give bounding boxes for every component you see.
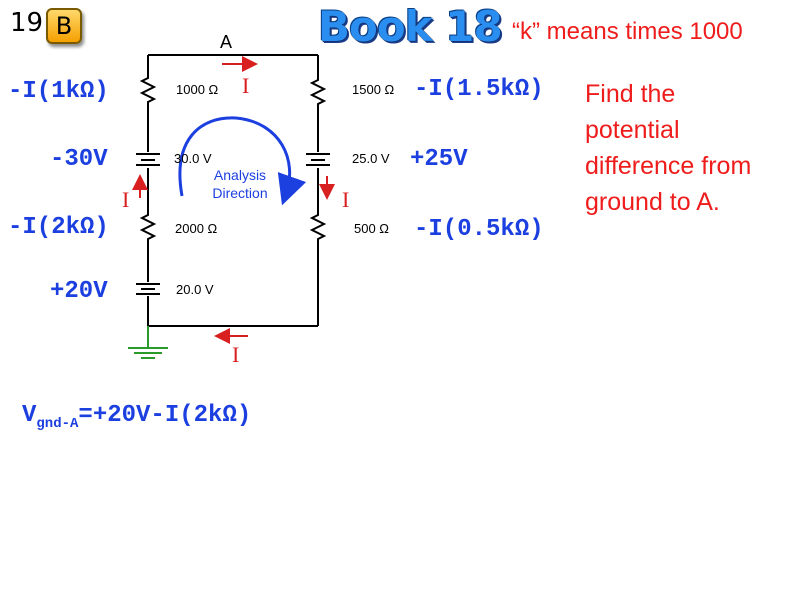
formula-v: V (22, 402, 37, 429)
current-label-right: I (342, 187, 350, 212)
current-label-bottom: I (232, 342, 240, 367)
formula-subscript: gnd-A (36, 415, 79, 432)
result-formula: Vgnd-A=+20V-I(2kΩ) (22, 402, 251, 432)
resistor-500-label: 500 Ω (354, 221, 390, 236)
current-label-top: I (242, 73, 250, 98)
analysis-direction-label: Analysis Direction (212, 167, 268, 201)
term-i-1-5k: -I(1.5kΩ) (414, 76, 544, 103)
current-label-left: I (122, 187, 130, 212)
battery-20v-label: 20.0 V (176, 282, 214, 297)
ground-symbol (128, 326, 168, 359)
term-plus-20v: +20V (50, 278, 108, 305)
book-title: Book 18 (318, 2, 503, 51)
question-line: Find the (585, 80, 676, 108)
question-line: ground to A. (585, 188, 720, 216)
battery-30v-label: 30.0 V (174, 151, 212, 166)
k-note: “k” means times 1000 (512, 18, 743, 45)
term-i-0-5k: -I(0.5kΩ) (414, 216, 544, 243)
resistor-1000-label: 1000 Ω (176, 82, 219, 97)
analysis-direction-arrow (178, 116, 307, 206)
wire-right-mid (309, 168, 327, 326)
wire-right (309, 55, 327, 152)
term-i-2k: -I(2kΩ) (8, 214, 109, 241)
slide-number: 19 (10, 8, 44, 38)
node-a-label: A (220, 32, 233, 52)
resistor-2000-label: 2000 Ω (175, 221, 218, 236)
resistor-1500-label: 1500 Ω (352, 82, 395, 97)
term-i-1k: -I(1kΩ) (8, 78, 109, 105)
term-minus-30v: -30V (50, 146, 108, 173)
question-line: difference from (585, 152, 752, 180)
battery-25v-label: 25.0 V (352, 151, 390, 166)
wire-left (139, 55, 157, 152)
section-badge: B (46, 8, 82, 44)
formula-rhs: =+20V-I(2kΩ) (78, 402, 252, 429)
badge-label: B (55, 12, 73, 40)
wire-left-mid (139, 168, 157, 282)
term-plus-25v: +25V (410, 146, 468, 173)
question-text: Find the potential difference from groun… (585, 76, 751, 220)
question-line: potential (585, 116, 680, 144)
